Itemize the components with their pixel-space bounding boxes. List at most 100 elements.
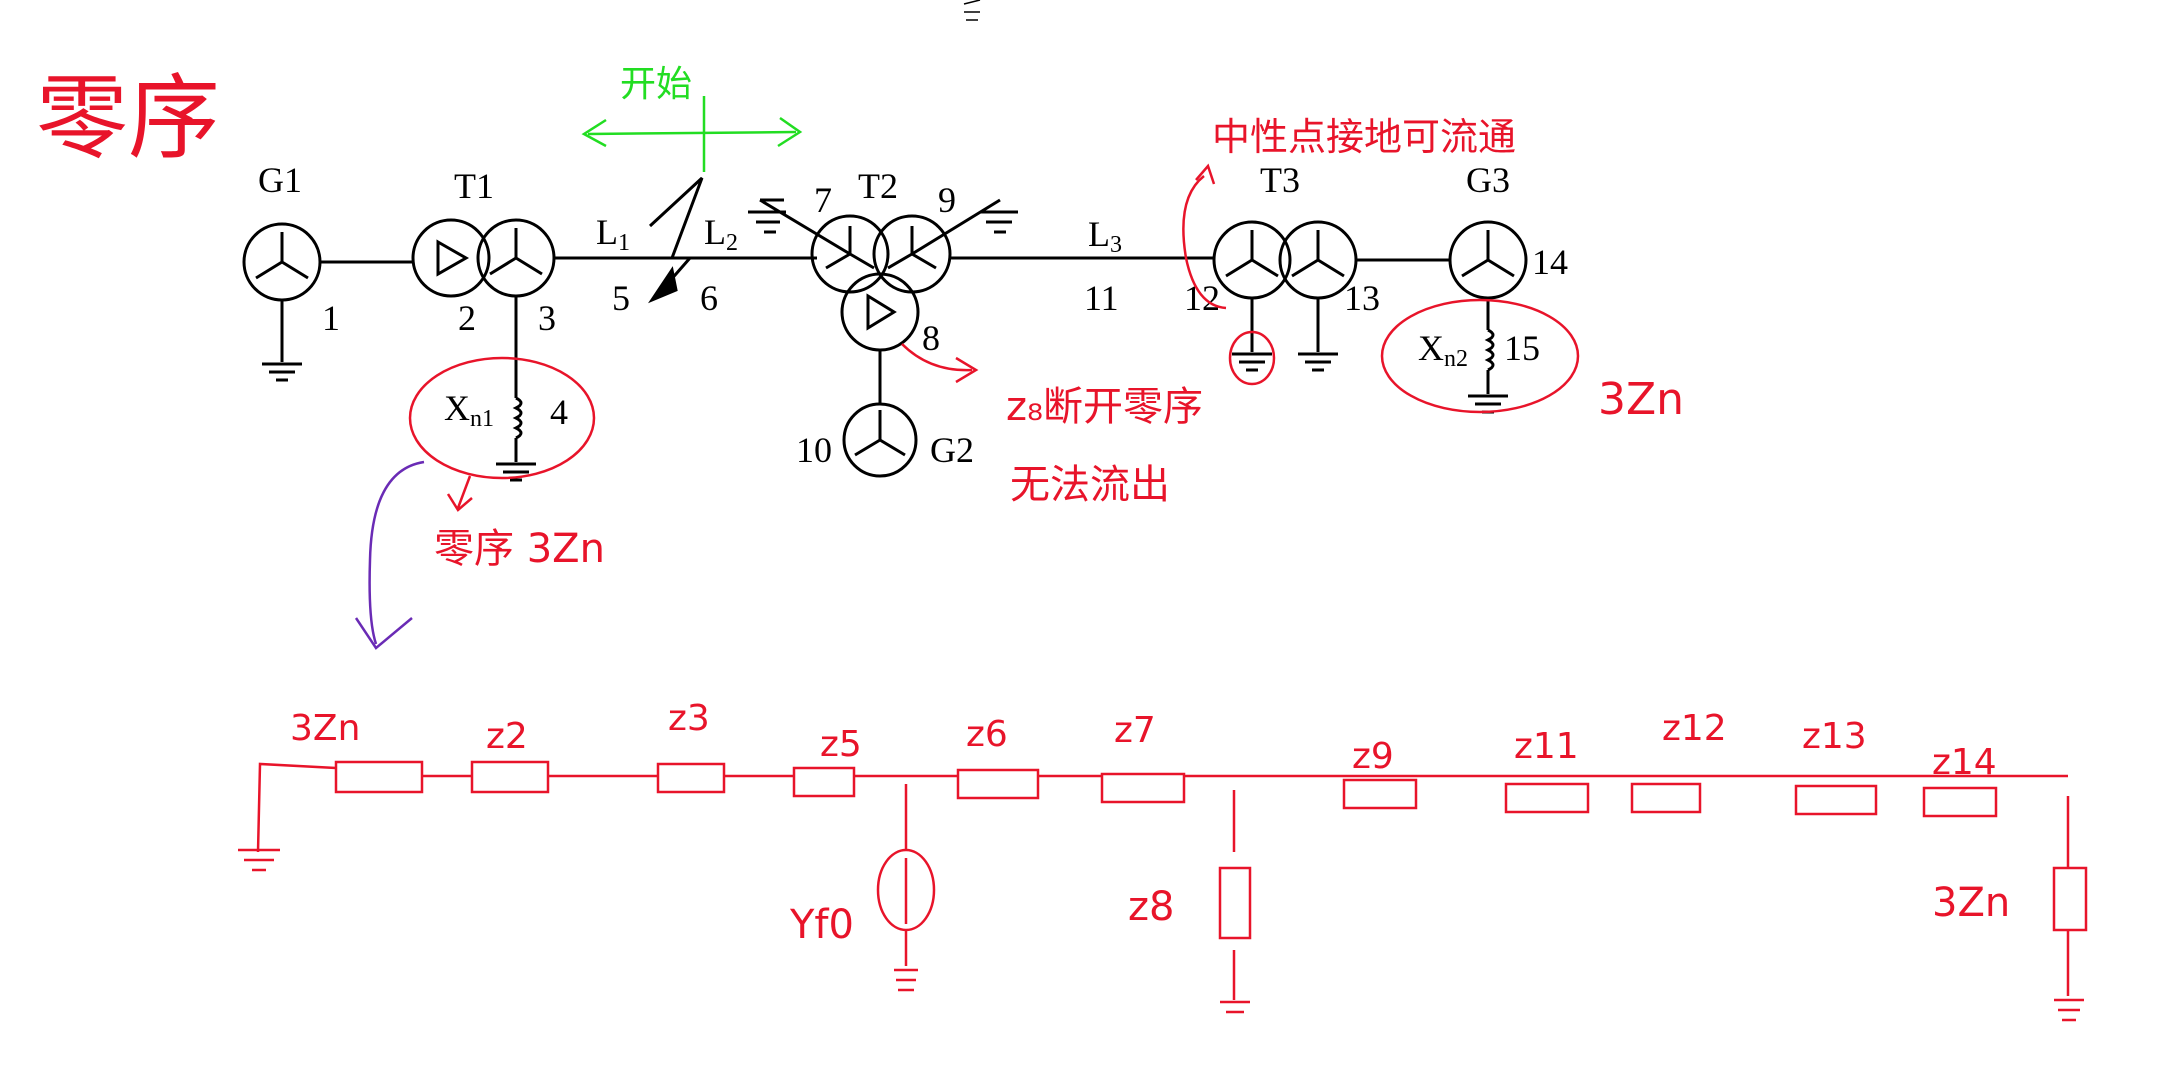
ec-label-z13: z13 xyxy=(1802,716,1867,757)
delta-symbol xyxy=(866,293,897,331)
wye-symbol xyxy=(255,232,309,280)
green-double-arrow-icon xyxy=(581,96,803,172)
one-line-labels: G1 T1 T2 T3 G3 G2 L1 L2 L3 Xn1 Xn2 1 2 3… xyxy=(258,160,1568,470)
transformer-t2-winding-7 xyxy=(810,214,890,294)
wye-symbol xyxy=(825,226,875,270)
xn1-note-arrow-icon xyxy=(446,475,473,512)
impedance-z2 xyxy=(470,760,550,794)
impedance-z5 xyxy=(792,766,856,798)
ec-label-z11: z11 xyxy=(1514,726,1579,767)
equivalent-circuit-labels: 3Zn z2 z3 z5 z6 z7 z9 z11 z12 z13 z14 Yf… xyxy=(290,698,2010,948)
impedance-z3 xyxy=(656,762,726,794)
neutral-ground-note: 中性点接地可流通 xyxy=(1212,115,1516,159)
inductor-xn1 xyxy=(512,396,523,440)
label-l2: L2 xyxy=(704,212,738,256)
ground-icon xyxy=(2054,998,2084,1022)
node-1: 1 xyxy=(322,298,340,338)
node-11: 11 xyxy=(1084,278,1119,318)
ec-label-z5: z5 xyxy=(820,724,862,765)
node-9: 9 xyxy=(938,180,956,220)
ground-icon xyxy=(1298,352,1338,372)
node-7: 7 xyxy=(814,180,832,220)
ground-icon xyxy=(262,362,302,382)
fault-symbol xyxy=(648,176,704,291)
ground-icon xyxy=(894,968,918,992)
ec-label-z12: z12 xyxy=(1662,708,1727,749)
wye-symbol xyxy=(887,226,937,270)
transformer-t1-winding-delta xyxy=(411,218,491,298)
node-14: 14 xyxy=(1532,242,1568,282)
equivalent-circuit xyxy=(238,760,2088,1022)
label-g3: G3 xyxy=(1466,160,1510,200)
label-t1: T1 xyxy=(454,166,494,206)
ground-icon xyxy=(238,848,280,872)
transformer-t2-winding-8 xyxy=(840,272,920,352)
z8-note-line1: z₈断开零序 xyxy=(1006,384,1203,430)
impedance-z6 xyxy=(956,768,1040,800)
node-8: 8 xyxy=(922,318,940,358)
fault-arrow-icon xyxy=(648,266,678,304)
label-xn1: Xn1 xyxy=(444,388,494,432)
ec-label-z7: z7 xyxy=(1114,710,1156,751)
node-6: 6 xyxy=(700,278,718,318)
node-4: 4 xyxy=(550,392,568,432)
label-l3: L3 xyxy=(1088,214,1122,258)
impedance-z12 xyxy=(1630,782,1702,814)
label-l1: L1 xyxy=(596,212,630,256)
delta-symbol xyxy=(436,239,470,277)
node-5: 5 xyxy=(612,278,630,318)
ec-label-z6: z6 xyxy=(966,714,1008,755)
generator-g2-symbol xyxy=(842,402,918,478)
t2-winding9-ground-lead xyxy=(911,198,1001,256)
node-3: 3 xyxy=(538,298,556,338)
impedance-z11 xyxy=(1504,782,1590,814)
shunt-3zn-right-symbol xyxy=(2052,866,2088,932)
ec-label-z2: z2 xyxy=(486,716,528,757)
label-xn2: Xn2 xyxy=(1418,328,1468,372)
impedance-z9 xyxy=(1342,778,1418,810)
ec-label-z8: z8 xyxy=(1128,884,1174,930)
ground-icon xyxy=(1220,1000,1250,1014)
impedance-z7 xyxy=(1100,772,1186,804)
label-g2: G2 xyxy=(930,430,974,470)
ec-label-z3: z3 xyxy=(668,698,710,739)
node-13: 13 xyxy=(1344,278,1380,318)
title-handwritten: 零序 xyxy=(36,65,220,172)
zero-seq-3zn-left: 零序 3Zn xyxy=(434,526,605,572)
ec-label-3zn-right: 3Zn xyxy=(1932,880,2010,926)
neutral-ground-loop xyxy=(1182,163,1276,386)
ground-icon xyxy=(980,210,1018,234)
ec-label-3zn: 3Zn xyxy=(290,708,360,749)
handwritten-annotations: 零序 开始 中性点接地可流通 z₈断开零序 无法流出 零序 3Zn 3Zn xyxy=(36,64,1684,650)
node-2: 2 xyxy=(458,298,476,338)
impedance-3zn xyxy=(334,760,424,794)
z8-note-line2: 无法流出 xyxy=(1010,462,1170,508)
ground-icon xyxy=(496,462,536,482)
inductor-xn2 xyxy=(1484,328,1495,372)
ec-label-z14: z14 xyxy=(1932,742,1997,783)
wye-symbol xyxy=(489,228,543,276)
ec-label-yf0: Yf0 xyxy=(789,902,854,948)
node-10: 10 xyxy=(796,430,832,470)
wye-symbol xyxy=(854,410,906,457)
node-12: 12 xyxy=(1184,278,1220,318)
impedance-z13 xyxy=(1794,784,1878,816)
shunt-z8-symbol xyxy=(1218,866,1252,940)
purple-arrow-icon xyxy=(354,460,425,650)
ec-label-z9: z9 xyxy=(1352,736,1394,777)
one-line-diagram xyxy=(242,0,1528,482)
right-3zn-note: 3Zn xyxy=(1598,374,1684,425)
impedance-z14 xyxy=(1922,786,1998,818)
wye-symbol xyxy=(1461,230,1515,278)
t2-winding7-ground-lead xyxy=(759,198,851,256)
ground-icon xyxy=(1232,352,1272,372)
green-note: 开始 xyxy=(620,64,692,105)
wye-symbol xyxy=(1225,230,1279,278)
ground-icon xyxy=(748,198,786,234)
label-t3: T3 xyxy=(1260,160,1300,200)
label-t2: T2 xyxy=(858,166,898,206)
label-g1: G1 xyxy=(258,160,302,200)
node-15: 15 xyxy=(1504,328,1540,368)
xn1-highlight-circle xyxy=(408,356,596,480)
